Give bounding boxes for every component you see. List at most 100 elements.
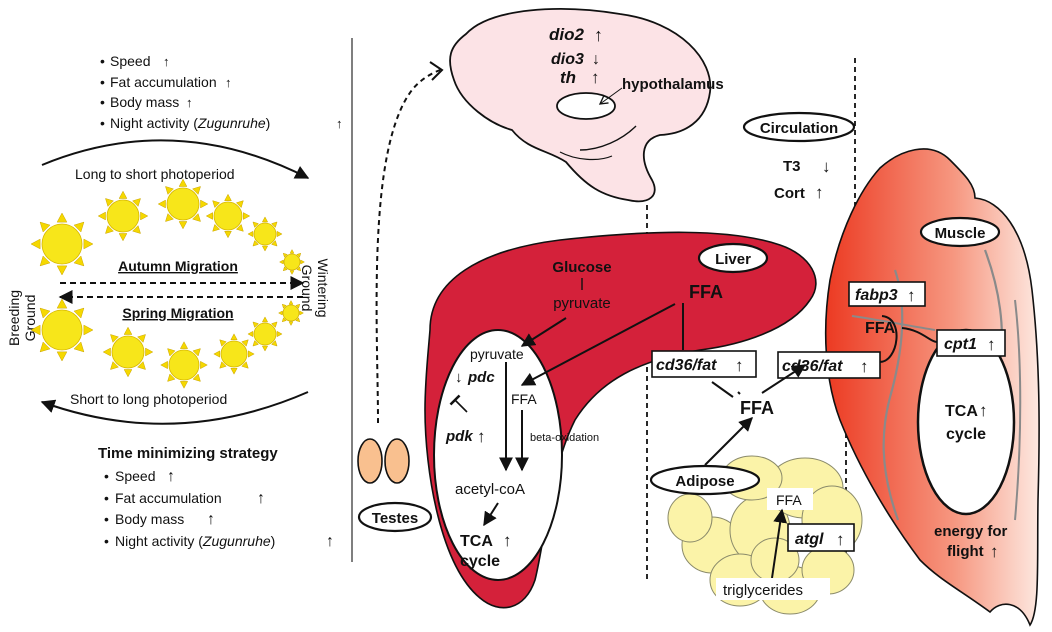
- up-arrow: ↑: [860, 357, 869, 376]
- up-arrow: ↑: [815, 183, 824, 202]
- circulation: Circulation T3 ↓ Cort ↑: [742, 111, 856, 202]
- hypothalamus-pointer: [598, 87, 623, 105]
- center-ffa-label: FFA: [740, 398, 774, 418]
- bullet: •: [100, 115, 105, 131]
- pdc-label: pdc: [467, 369, 495, 386]
- pyruvate-import-arrow: [520, 317, 567, 347]
- adipose-pill: [649, 464, 761, 496]
- transporters: cd36/fat ↑ cd36/fat ↑ FFA: [651, 315, 938, 418]
- cd36-liver-label: cd36/fat: [656, 357, 717, 374]
- th-label: th: [560, 68, 576, 87]
- down-arrow: ↓: [592, 51, 600, 68]
- sun-icon: [278, 300, 304, 326]
- sun-icon: [205, 193, 251, 239]
- adipocyte: [667, 493, 713, 543]
- brain-fold: [579, 125, 637, 151]
- up-arrow: ↑: [167, 468, 175, 485]
- up-arrow: ↑: [990, 542, 999, 561]
- fabp3-link: [879, 315, 898, 363]
- inner-pyruvate-label: pyruvate: [470, 346, 524, 362]
- t3-label: T3: [783, 158, 801, 175]
- muscle-label: Muscle: [935, 225, 986, 242]
- mitochondrion: [916, 328, 1016, 516]
- bullet: •: [104, 490, 109, 506]
- cd36-muscle-label: cd36/fat: [782, 358, 843, 375]
- up-arrow: ↑: [257, 490, 265, 507]
- cort-label: Cort: [774, 185, 805, 202]
- trait-speed: Speed: [110, 53, 150, 69]
- up-arrow: ↑: [207, 511, 215, 528]
- testes-pill: [357, 501, 433, 533]
- liver-ffa-label: FFA: [689, 282, 723, 302]
- liver-pill: [697, 242, 769, 274]
- up-arrow: ↑: [979, 401, 988, 420]
- up-arrow: ↑: [163, 54, 170, 69]
- up-arrow: ↑: [186, 95, 193, 110]
- bullet: •: [104, 468, 109, 484]
- up-arrow: ↑: [836, 530, 845, 549]
- sun-icon: [247, 216, 283, 252]
- flight-label: flight: [947, 543, 984, 560]
- liver-cycle-label: cycle: [460, 553, 500, 570]
- up-arrow: ↑: [735, 356, 744, 375]
- hepatocyte-mitochondrion: [433, 329, 563, 581]
- bullet: •: [100, 53, 105, 69]
- cd36-liver-box: [651, 350, 757, 378]
- sun-icon: [97, 190, 149, 242]
- bullet: •: [100, 94, 105, 110]
- trait-fat-accumulation: Fat accumulation: [110, 74, 217, 90]
- atgl-box: [787, 523, 855, 552]
- brain: hypothalamus dio2 ↑ dio3 ↓ th ↑: [449, 8, 724, 203]
- lipolysis-export-arrow: [704, 417, 753, 466]
- bullet: •: [104, 533, 109, 549]
- chevron-right-icon: [429, 61, 444, 81]
- inner-ffa-label: FFA: [511, 391, 537, 407]
- muscle: Muscle fabp3 ↑ FFA cpt1 ↑ TCA ↑ cycle en…: [824, 148, 1040, 627]
- trait-speed: Speed: [115, 468, 155, 484]
- sun-icon: [30, 212, 94, 276]
- muscle-pill: [919, 216, 1001, 248]
- bullet: •: [104, 511, 109, 527]
- down-arrow: ↓: [822, 157, 831, 176]
- wintering-ground-label: WinteringGround: [299, 258, 331, 317]
- up-arrow: ↑: [225, 75, 232, 90]
- ffa-to-muscle-arrow: [761, 364, 807, 394]
- sun-icon: [213, 333, 255, 375]
- acetylcoa-to-tca-arrow: [483, 502, 499, 527]
- tick: [737, 391, 741, 395]
- muscle-tca-label: TCA: [945, 403, 978, 420]
- testes: Testes: [357, 438, 433, 533]
- liver-tca-label: TCA: [460, 533, 493, 550]
- fabp3-label: fabp3: [855, 287, 898, 304]
- circulation-label: Circulation: [760, 120, 838, 137]
- up-arrow: ↑: [591, 68, 600, 87]
- photoperiod-arc-bottom: [40, 391, 309, 425]
- triglycerides-box: [716, 578, 830, 600]
- dio3-label: dio3: [551, 51, 584, 68]
- autumn-trait-list: • Speed ↑ • Fat accumulation ↑ • Body ma…: [100, 53, 343, 131]
- up-arrow: ↑: [594, 25, 603, 45]
- pdk-inhibition: [449, 394, 468, 413]
- liver: Liver Glucose pyruvate FFA pyruvate ↓ pd…: [424, 231, 817, 609]
- up-arrow: ↑: [336, 116, 343, 131]
- circulation-pill: [742, 111, 856, 143]
- dio2-label: dio2: [549, 25, 584, 44]
- pdk-label: pdk: [445, 428, 473, 445]
- spring-migration-label: Spring Migration: [122, 305, 233, 321]
- spring-trait-list: • Speed ↑ • Fat accumulation ↑ • Body ma…: [104, 468, 334, 550]
- outer-pyruvate-label: pyruvate: [553, 295, 611, 312]
- daylength-suns: [30, 178, 305, 389]
- adipose-ffa-box: [767, 488, 813, 510]
- muscle-cycle-label: cycle: [946, 426, 986, 443]
- sun-icon: [30, 298, 94, 362]
- liver-label: Liver: [715, 251, 751, 268]
- muscle-ffa-label: FFA: [865, 320, 896, 337]
- acetyl-coa-label: acetyl-coA: [455, 481, 525, 498]
- cpt1-label: cpt1: [944, 336, 977, 353]
- short-to-long-label: Short to long photoperiod: [70, 391, 227, 407]
- adipose-label: Adipose: [675, 473, 734, 490]
- bullet: •: [100, 74, 105, 90]
- glucose-label: Glucose: [552, 259, 611, 276]
- triglyceride-hydrolysis-arrow: [771, 508, 788, 579]
